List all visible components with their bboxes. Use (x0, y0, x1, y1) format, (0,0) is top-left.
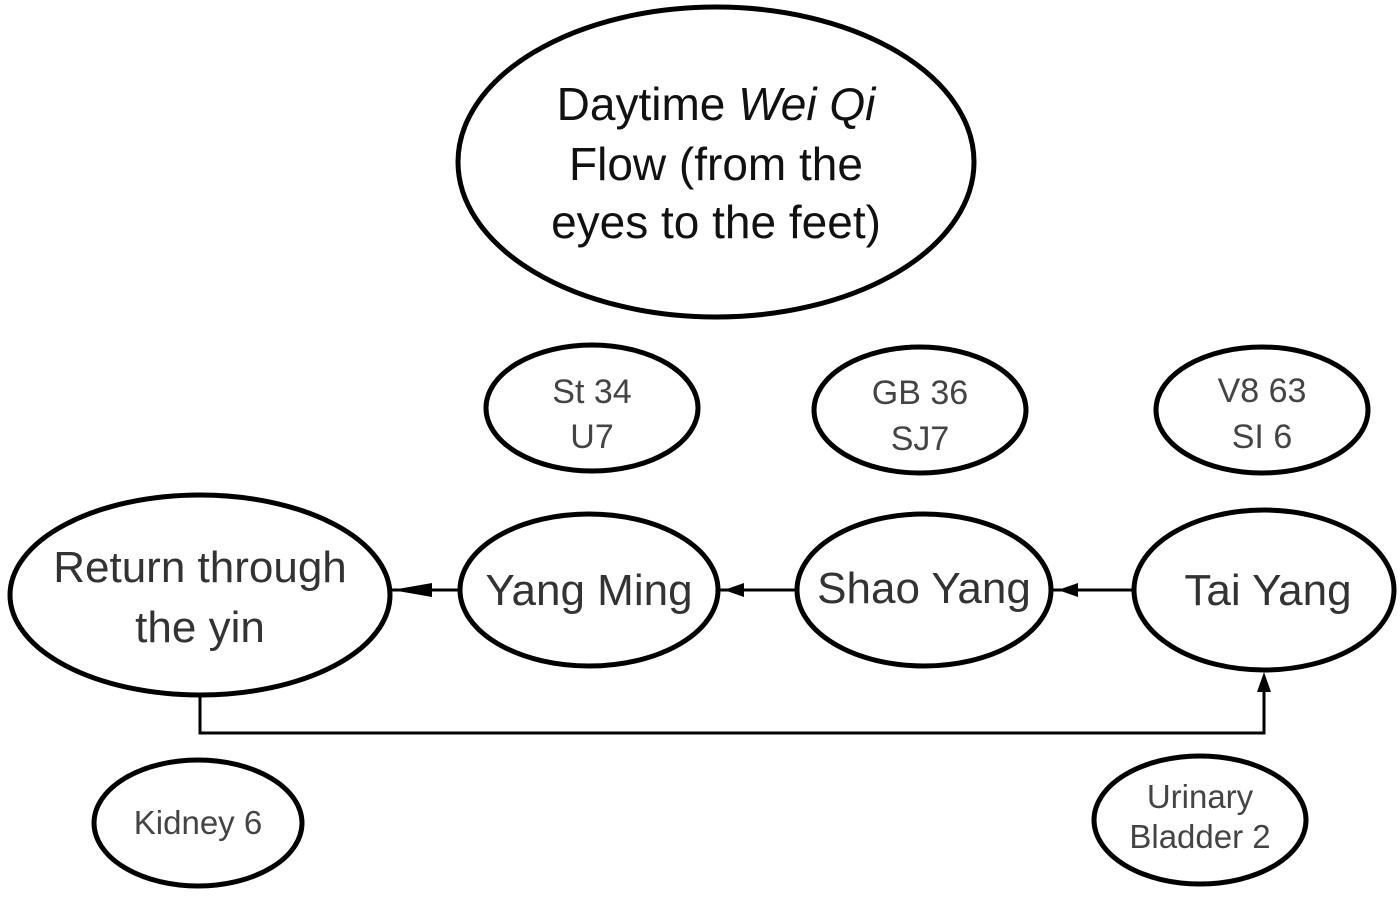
arrowhead-left-icon (392, 583, 432, 597)
point-label: Kidney 6 (134, 804, 262, 841)
channel-ellipse (794, 511, 1054, 669)
channel-node-return-yin: Return through the yin (7, 492, 393, 698)
arrowhead-left-icon (1058, 583, 1078, 597)
title-line-3: eyes to the feet) (551, 196, 881, 248)
title-line-1: Daytime Wei Qi (557, 78, 877, 130)
channel-ellipse (7, 492, 393, 698)
title-line-2: Flow (from the (569, 138, 863, 190)
point-ellipse (1153, 344, 1371, 476)
point-label-line-1: GB 36 (872, 374, 968, 412)
point-label-line-2: U7 (570, 418, 613, 456)
channel-ellipse (1131, 507, 1397, 673)
point-label-line-1: St 34 (552, 373, 631, 411)
point-ellipse (91, 757, 305, 889)
channel-label: Yang Ming (485, 566, 692, 615)
channel-ellipse (457, 511, 721, 669)
channel-label: Tai Yang (1184, 566, 1351, 615)
point-label-line-1: Urinary (1147, 778, 1254, 815)
title-node: Daytime Wei Qi Flow (from the eyes to th… (455, 4, 977, 320)
channel-label-line-1: Return through (53, 543, 347, 592)
point-label-line-2: SJ7 (891, 420, 950, 458)
arrowhead-up-icon (1257, 672, 1271, 692)
point-ellipse (811, 344, 1029, 476)
channel-node-shao-yang: Shao Yang (794, 511, 1054, 669)
point-ellipse (483, 342, 701, 474)
point-node-bladder: Urinary Bladder 2 (1091, 753, 1309, 887)
point-node-yang-ming: St 34 U7 (483, 342, 701, 474)
point-node-tai-yang: V8 63 SI 6 (1153, 344, 1371, 476)
channel-label-line-2: the yin (135, 603, 265, 652)
channel-node-yang-ming: Yang Ming (457, 511, 721, 669)
point-label-line-2: Bladder 2 (1129, 818, 1270, 855)
point-label-line-1: V8 63 (1218, 372, 1307, 410)
point-ellipse (1091, 753, 1309, 887)
point-node-shao-yang: GB 36 SJ7 (811, 344, 1029, 476)
point-node-kidney: Kidney 6 (91, 757, 305, 889)
channel-label: Shao Yang (817, 564, 1031, 613)
point-label-line-2: SI 6 (1232, 418, 1292, 456)
title-ellipse (455, 4, 977, 320)
channel-node-tai-yang: Tai Yang (1131, 507, 1397, 673)
arrowhead-left-icon (724, 583, 744, 597)
edge-return-to-tai-yang (198, 690, 1266, 735)
